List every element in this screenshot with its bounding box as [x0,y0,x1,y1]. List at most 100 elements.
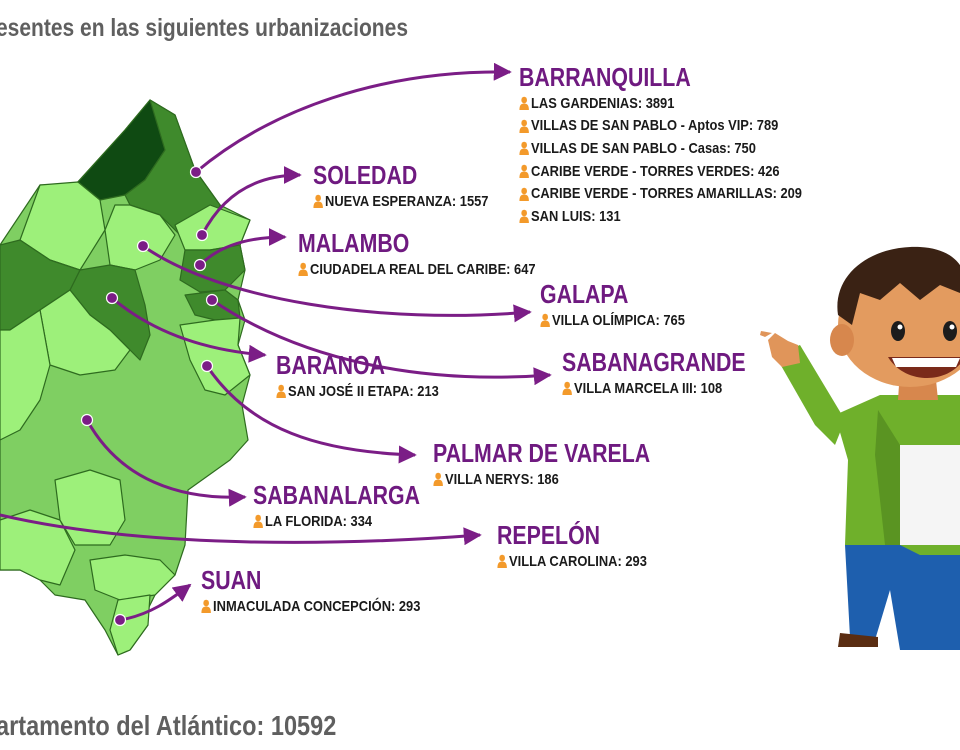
person-icon [540,313,550,328]
boy-finger [760,331,772,337]
marker-galapa [136,239,150,253]
city-name: BARANOA [276,350,385,380]
boy-shoe [838,633,878,647]
city-name: MALAMBO [298,228,410,258]
city-name: SOLEDAD [313,160,418,190]
marker-soledad [195,228,209,242]
region-southwest [0,309,51,441]
city-name: BARRANQUILLA [519,62,691,92]
person-icon [519,187,529,201]
city-malambo: MALAMBO CIUDADELA REAL DEL CARIBE: 647 [298,228,574,281]
region-suan [109,594,151,656]
neighborhood-list: LA FLORIDA: 334 [253,510,457,533]
marker-palmar [200,359,214,373]
boy-eye-right [943,321,957,341]
person-icon [253,514,263,529]
region-south-1 [0,509,76,586]
neighborhood-item: CIUDADELA REAL DEL CARIBE: 647 [298,258,536,281]
marker-sabanalarga [80,413,94,427]
neighborhood-item: VILLA CAROLINA: 293 [497,550,647,573]
region-barranquilla [124,99,221,236]
neighborhood-list: VILLA MARCELA III: 108 [562,377,786,400]
boy-hair [837,246,960,325]
arrow-palmar [205,365,417,464]
person-icon [562,381,572,396]
person-icon [519,209,529,224]
neighborhood-list: VILLA CAROLINA: 293 [497,550,671,573]
marker-sabanagrande [205,293,219,307]
boy-eye-left [891,321,905,341]
neighborhood-list: VILLA NERYS: 186 [433,468,698,491]
boy-arm [775,345,845,445]
marker-baranoa [105,291,119,305]
region-palmar [179,317,251,396]
person-icon [201,599,211,614]
city-barranquilla: BARRANQUILLA LAS GARDENIAS: 3891 VILLAS … [519,62,848,228]
neighborhood-item: VILLA NERYS: 186 [433,468,661,491]
arrow-repelon [0,513,482,546]
neighborhood-item: VILLA OLÍMPICA: 765 [540,309,685,332]
neighborhood-item: CARIBE VERDE - TORRES AMARILLAS: 209 [519,182,802,205]
person-icon [298,262,308,277]
person-icon [519,119,529,133]
city-name: REPELÓN [497,520,601,550]
footer-total: artamento del Atlántico: 10592 [0,710,337,741]
city-palmar-de-varela: PALMAR DE VARELA VILLA NERYS: 186 [433,438,698,491]
region-mid-west [39,289,131,376]
city-sabanalarga: SABANALARGA LA FLORIDA: 334 [253,480,457,533]
person-icon [519,96,529,111]
city-galapa: GALAPA VILLA OLÍMPICA: 765 [540,279,708,332]
city-repelon: REPELÓN VILLA CAROLINA: 293 [497,520,671,573]
boy-pointing-illustration [760,246,960,650]
boy-pants [845,545,960,650]
arrow-soledad [200,166,302,236]
neighborhood-item: SAN LUIS: 131 [519,205,802,228]
neighborhood-item: LAS GARDENIAS: 3891 [519,92,802,115]
region-south-2 [89,554,176,601]
region-repelon [54,469,126,546]
neighborhood-list: CIUDADELA REAL DEL CARIBE: 647 [298,258,574,281]
neighborhood-list: LAS GARDENIAS: 3891 VILLAS DE SAN PABLO … [519,92,848,228]
person-icon [497,554,507,569]
marker-suan [113,613,127,627]
marker-barranquilla [189,165,203,179]
city-sabanagrande: SABANAGRANDE VILLA MARCELA III: 108 [562,347,786,400]
neighborhood-item: NUEVA ESPERANZA: 1557 [313,190,488,213]
neighborhood-list: SAN JOSÉ II ETAPA: 213 [276,380,465,403]
neighborhood-item: INMACULADA CONCEPCIÓN: 293 [201,595,420,618]
person-icon [519,164,529,179]
city-name: PALMAR DE VARELA [433,438,651,468]
neighborhood-list: INMACULADA CONCEPCIÓN: 293 [201,595,456,618]
neighborhood-list: VILLA OLÍMPICA: 765 [540,309,708,332]
region-malambo [179,244,246,293]
neighborhood-item: VILLAS DE SAN PABLO - Casas: 750 [519,137,802,160]
neighborhood-item: LA FLORIDA: 334 [253,510,428,533]
neighborhood-list: NUEVA ESPERANZA: 1557 [313,190,517,213]
marker-malambo [193,258,207,272]
city-name: GALAPA [540,279,629,309]
boy-jacket-lapel [875,410,900,545]
arrow-baranoa [111,296,267,363]
boy-shirt [890,445,960,545]
neighborhood-item: SAN JOSÉ II ETAPA: 213 [276,380,439,403]
arrow-sabanagrande [211,298,552,386]
arrow-galapa [142,244,532,323]
person-icon [519,141,529,156]
person-icon [433,472,443,487]
arrow-malambo [198,228,287,267]
person-icon [313,194,323,209]
city-name: SABANAGRANDE [562,347,746,377]
city-name: SABANALARGA [253,480,421,510]
person-icon [276,384,286,399]
city-baranoa: BARANOA SAN JOSÉ II ETAPA: 213 [276,350,465,403]
arrow-suan [119,583,192,622]
header-title: esentes en las siguientes urbanizaciones [0,14,408,42]
arrow-barranquilla [195,62,512,174]
boy-hand [768,333,800,367]
neighborhood-item: VILLA MARCELA III: 108 [562,377,755,400]
city-soledad: SOLEDAD NUEVA ESPERANZA: 1557 [313,160,517,213]
arrow-sabanalarga [85,419,247,507]
neighborhood-item: CARIBE VERDE - TORRES VERDES: 426 [519,160,802,183]
city-suan: SUAN INMACULADA CONCEPCIÓN: 293 [201,565,456,618]
